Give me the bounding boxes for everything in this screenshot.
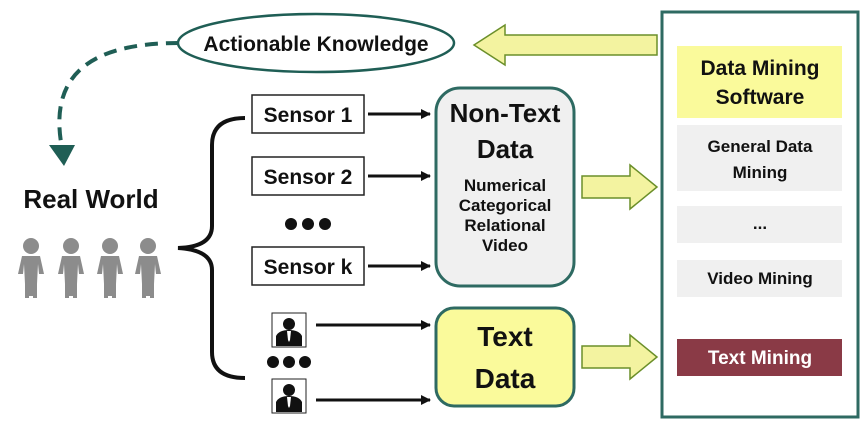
non-text-to-software-arrow <box>581 163 659 211</box>
feedback-dashed-arrow <box>57 41 180 149</box>
text-data-line1: Text <box>477 321 533 352</box>
real-world-label: Real World <box>23 184 158 214</box>
text-mining-box <box>677 339 842 376</box>
author-icon <box>271 378 307 414</box>
video-mining-box <box>677 260 842 297</box>
sensor-2-box <box>251 156 365 196</box>
text-data-box <box>434 306 576 408</box>
sensor-ellipsis-dots <box>285 218 331 230</box>
software-header-line2: Software <box>716 86 805 109</box>
general-data-mining-line2: Mining <box>733 163 788 182</box>
person-icon <box>18 238 44 298</box>
data-type-categorical: Categorical <box>459 196 552 215</box>
ellipsis-label: ... <box>753 214 767 233</box>
text-mining-label: Text Mining <box>708 348 812 369</box>
data-type-relational: Relational <box>464 216 545 235</box>
sensor-2-label: Sensor 2 <box>264 166 353 189</box>
general-data-mining-box <box>677 125 842 191</box>
people-group <box>18 238 161 298</box>
text-to-software-arrow <box>581 333 659 381</box>
text-data-line2: Data <box>475 363 536 394</box>
general-data-mining-line1: General Data <box>708 137 813 156</box>
brace <box>177 116 246 380</box>
sensor-k-box <box>251 246 365 286</box>
author-ellipsis-dots <box>267 356 311 368</box>
data-type-numerical: Numerical <box>464 176 546 195</box>
person-icon <box>58 238 84 298</box>
software-to-knowledge-arrow <box>472 23 658 67</box>
software-header-line1: Data Mining <box>701 57 820 80</box>
sensor-1-box <box>251 94 365 134</box>
feedback-arrowhead <box>49 145 75 166</box>
actionable-knowledge-label: Actionable Knowledge <box>203 33 428 56</box>
software-header-box <box>677 46 842 118</box>
data-type-video: Video <box>482 236 528 255</box>
sensor-1-label: Sensor 1 <box>264 104 353 127</box>
video-mining-label: Video Mining <box>707 269 812 288</box>
non-text-title-line1: Non-Text <box>450 98 561 128</box>
non-text-data-box <box>434 86 576 288</box>
ellipsis-box <box>677 206 842 243</box>
non-text-title-line2: Data <box>477 134 534 164</box>
author-icon <box>271 312 307 348</box>
sensor-k-label: Sensor k <box>264 256 353 279</box>
person-icon <box>135 238 161 298</box>
person-icon <box>97 238 123 298</box>
